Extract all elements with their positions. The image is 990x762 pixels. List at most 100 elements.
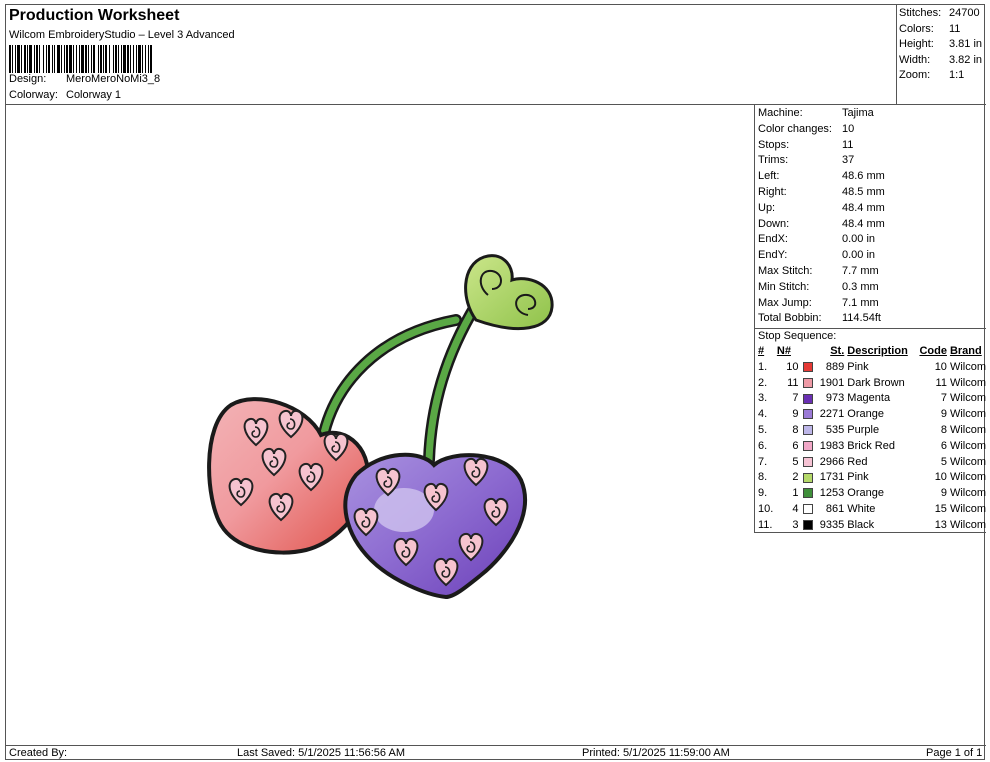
row-brand: Wilcom: [949, 376, 986, 389]
color-swatch: [802, 454, 817, 470]
created-by: Created By:: [9, 747, 68, 759]
row-description: Pink: [847, 471, 869, 484]
row-description: White: [847, 503, 876, 516]
stat-value: 1:1: [949, 69, 965, 82]
info-value: 37: [842, 154, 855, 167]
info-row: Trims:37: [758, 153, 983, 169]
row-brand: Wilcom: [949, 408, 986, 421]
info-row: Color changes:10: [758, 122, 983, 138]
row-needle: 6: [792, 439, 799, 452]
info-label: Stops:: [758, 138, 790, 151]
design-label: Design:: [9, 73, 47, 85]
printed-date: Printed: 5/1/2025 11:59:00 AM: [582, 747, 730, 759]
barcode: [9, 45, 245, 73]
info-value: 48.4 mm: [842, 217, 885, 230]
info-row: Machine:Tajima: [758, 106, 983, 122]
stat-value: 24700: [949, 7, 980, 19]
worksheet-footer: Created By: Last Saved: 5/1/2025 11:56:5…: [6, 745, 986, 760]
row-code: 15: [934, 503, 947, 516]
row-stitches: 1731: [819, 471, 845, 484]
row-num: 11.: [758, 518, 773, 531]
info-label: Up:: [758, 201, 776, 214]
row-description: Brick Red: [847, 439, 895, 452]
info-value: 48.6 mm: [842, 170, 885, 183]
info-value: 7.1 mm: [842, 296, 879, 309]
color-swatch: [802, 359, 817, 375]
row-num: 9.: [758, 487, 768, 500]
color-swatch: [802, 422, 817, 438]
info-row: Left: 48.6 mm: [758, 169, 983, 185]
stat-value: 3.82 in: [949, 53, 983, 66]
col-code: Code: [919, 345, 947, 358]
info-label: Left:: [758, 170, 780, 183]
info-value: 48.5 mm: [842, 185, 885, 198]
info-label: Min Stitch:: [758, 280, 810, 293]
row-needle: 3: [792, 518, 799, 531]
col-num: #: [758, 345, 765, 358]
row-brand: Wilcom: [949, 487, 986, 500]
leaf-swirl-2: [515, 293, 537, 316]
row-brand: Wilcom: [949, 439, 986, 452]
color-swatch: [802, 406, 817, 422]
info-row: Total Bobbin:114.54ft: [758, 311, 983, 327]
row-brand: Wilcom: [949, 455, 986, 468]
info-row: Min Stitch: 0.3 mm: [758, 280, 983, 296]
swatch-icon: [802, 504, 813, 515]
row-needle: 8: [792, 424, 799, 437]
stat-label: Colors:: [899, 22, 934, 35]
stat-zoom: Zoom:1:1: [899, 68, 984, 84]
row-num: 2.: [758, 376, 768, 389]
swatch-icon: [802, 440, 813, 451]
row-num: 1.: [758, 360, 768, 373]
leaf-cap: [464, 254, 554, 331]
row-needle: 2: [792, 471, 799, 484]
info-value: 11: [842, 138, 854, 151]
info-value: 0.00 in: [842, 249, 876, 262]
info-row: Max Stitch:7.7 mm: [758, 264, 983, 280]
info-label: Max Jump:: [758, 296, 812, 309]
stat-value: 3.81 in: [949, 38, 983, 51]
leaf-swirl-1: [479, 269, 502, 296]
swatch-icon: [802, 488, 813, 499]
row-needle: 4: [792, 503, 799, 516]
right-stem: [425, 301, 480, 464]
row-stitches: 973: [825, 392, 845, 405]
row-description: Purple: [847, 424, 880, 437]
row-brand: Wilcom: [949, 471, 986, 484]
row-description: Pink: [847, 360, 869, 373]
info-label: EndY:: [758, 249, 788, 262]
stat-label: Height:: [899, 38, 934, 51]
stat-height: Height: 3.81 in: [899, 37, 984, 53]
row-brand: Wilcom: [949, 360, 986, 373]
row-num: 3.: [758, 392, 768, 405]
color-swatch: [802, 501, 817, 517]
row-stitches: 861: [825, 503, 845, 516]
row-code: 8: [940, 424, 947, 437]
row-stitches: 1253: [819, 487, 845, 500]
colorway-value: Colorway 1: [66, 89, 122, 101]
page-number: Page 1 of 1: [926, 747, 983, 759]
row-code: 9: [940, 487, 947, 500]
row-description: Magenta: [847, 392, 891, 405]
row-needle: 9: [792, 408, 799, 421]
info-label: Color changes:: [758, 122, 832, 135]
row-num: 10.: [758, 503, 774, 516]
design-preview: [6, 105, 754, 745]
row-needle: 10: [786, 360, 799, 373]
row-description: Red: [847, 455, 868, 468]
col-st: St.: [830, 345, 845, 358]
col-n: N#: [776, 345, 791, 358]
row-description: Orange: [847, 408, 884, 421]
colorway-row: Colorway:Colorway 1: [9, 89, 121, 101]
stat-stitches: Stitches:24700: [899, 6, 984, 22]
row-code: 5: [940, 455, 947, 468]
info-value: 0.3 mm: [842, 280, 879, 293]
row-needle: 11: [787, 376, 799, 389]
swatch-icon: [802, 377, 813, 388]
